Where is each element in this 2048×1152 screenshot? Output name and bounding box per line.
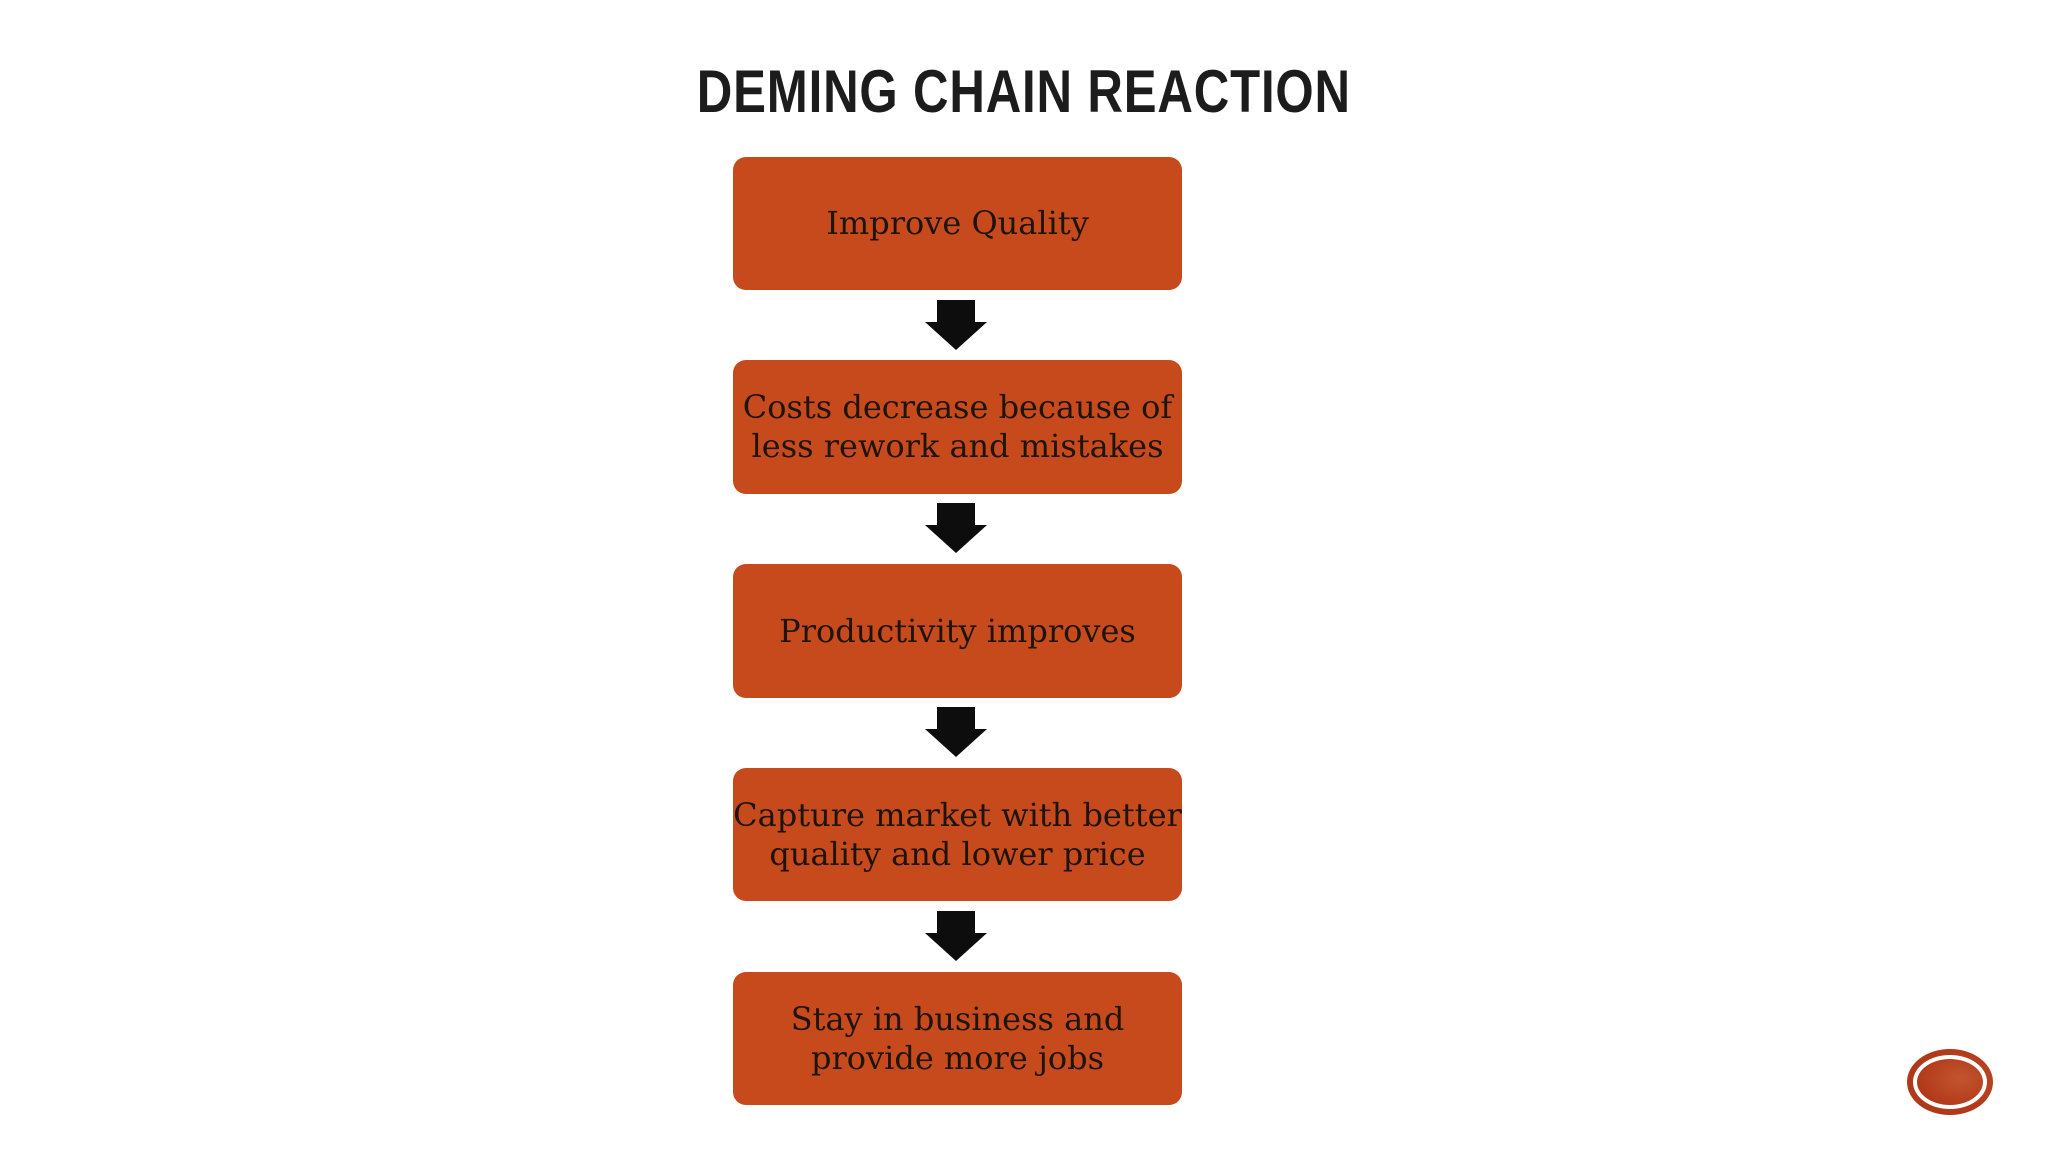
slide-title: DEMING CHAIN REACTION: [696, 58, 1352, 125]
flow-step-improve-quality: Improve Quality: [733, 157, 1182, 290]
step-text-line: Improve Quality: [826, 204, 1089, 242]
step-text-line: provide more jobs: [810, 1038, 1105, 1077]
red-oval-stamp-icon: [1907, 1049, 1993, 1115]
step-text-line: Productivity improves: [779, 611, 1136, 650]
arrow-down-icon: [925, 300, 987, 350]
arrow-down-icon: [925, 911, 987, 961]
flow-step-capture-market: Capture market with better quality and l…: [733, 768, 1182, 901]
arrow-down-icon: [925, 707, 987, 757]
step-text-line: quality and lower price: [769, 834, 1146, 873]
flow-step-costs-decrease: Costs decrease because of less rework an…: [733, 360, 1182, 494]
flow-step-stay-in-business: Stay in business and provide more jobs: [733, 972, 1182, 1105]
step-text-line: Costs decrease because of: [742, 388, 1173, 426]
arrow-down-icon: [925, 503, 987, 553]
step-text-line: Stay in business and: [790, 999, 1125, 1038]
flow-step-productivity-improves: Productivity improves: [733, 564, 1182, 698]
title-row: DEMING CHAIN REACTION: [0, 62, 2048, 122]
step-text-line: less rework and mistakes: [751, 427, 1164, 465]
stamp-inner-ring: [1913, 1055, 1987, 1109]
step-text-line: Capture market with better: [733, 795, 1182, 834]
